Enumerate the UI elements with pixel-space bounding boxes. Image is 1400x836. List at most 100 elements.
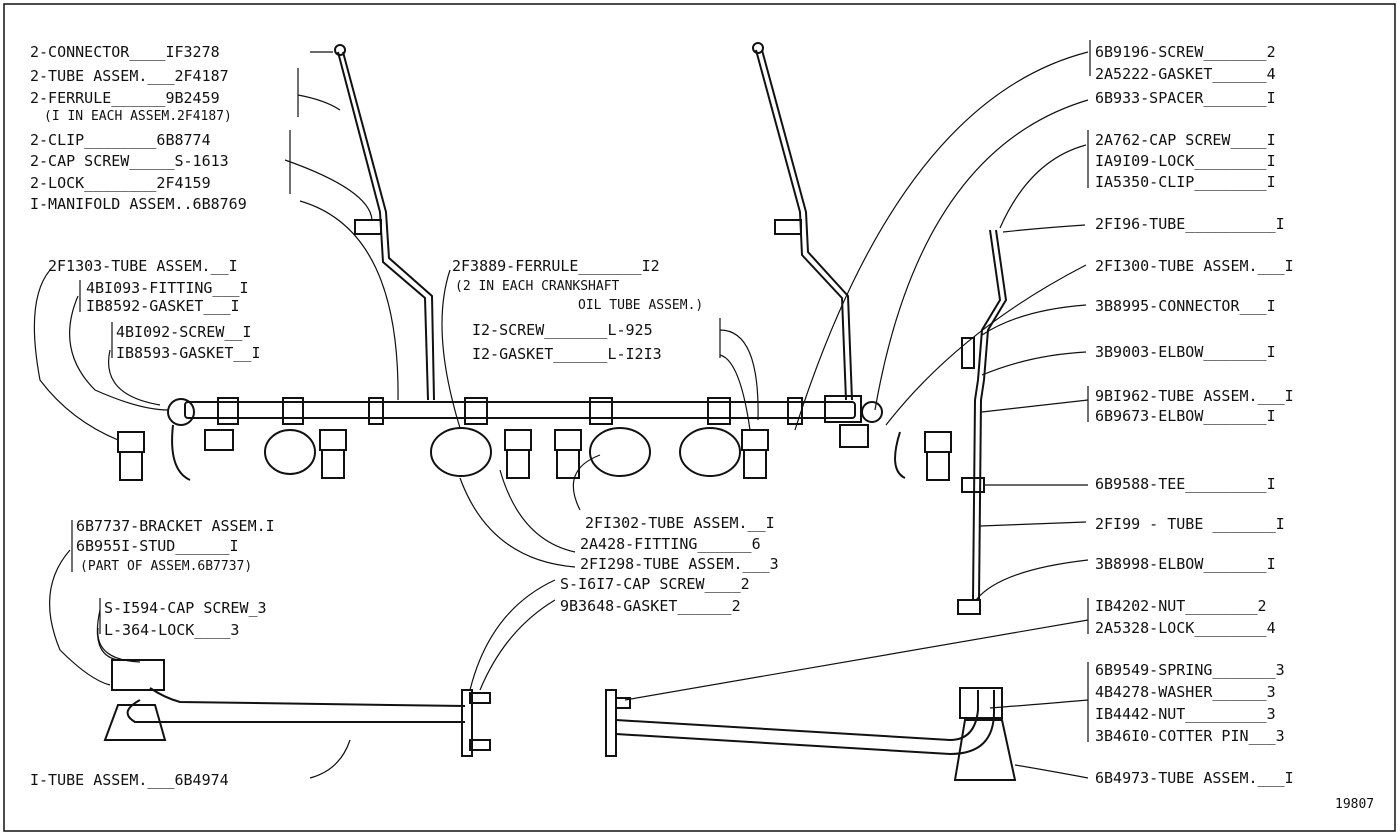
leader: [1002, 224, 1086, 233]
label-cap-screw-s1594: S-I594-CAP SCREW_3: [104, 599, 267, 617]
label-cap-screw-s1617: S-I6I7-CAP SCREW____2: [560, 575, 750, 593]
leader: [441, 269, 461, 429]
right-riser-tube: [755, 49, 847, 401]
label-lock-1a9109: IA9I09-LOCK________I: [1095, 152, 1276, 170]
label-elbow-3b8998: 3B8998-ELBOW_______I: [1095, 555, 1276, 573]
label-tube-9b1962: 9BI962-TUBE ASSEM.___I: [1095, 387, 1294, 405]
elbow-3b9003: [961, 337, 975, 369]
manifold-end-left: [167, 398, 195, 426]
leader: [96, 609, 119, 661]
label-stud-note: (PART OF ASSEM.6B7737): [80, 559, 253, 574]
label-fitting-2a428: 2A428-FITTING______6: [580, 535, 761, 553]
label-elbow-3b9003: 3B9003-ELBOW_______I: [1095, 343, 1276, 361]
leader: [69, 295, 169, 411]
label-bracket-assem: 6B7737-BRACKET ASSEM.I: [76, 517, 275, 535]
bracket-base: [103, 704, 167, 741]
label-ferrule-2f3889: 2F3889-FERRULE_______I2: [452, 257, 660, 275]
label-tube-6b4973: 6B4973-TUBE ASSEM.___I: [1095, 769, 1294, 787]
label-lock: 2-LOCK________2F4159: [30, 174, 211, 192]
label-gasket-2a5222: 2A5222-GASKET______4: [1095, 65, 1276, 83]
label-nut-1b4202: IB4202-NUT________2: [1095, 597, 1267, 615]
leader: [1014, 764, 1089, 779]
fitting: [924, 431, 952, 453]
label-tube-2f1300: 2FI300-TUBE ASSEM.___I: [1095, 257, 1294, 275]
leader: [999, 144, 1087, 229]
label-ferrule: 2-FERRULE______9B2459: [30, 89, 220, 107]
label-gasket-1b8592: IB8592-GASKET___I: [86, 297, 240, 315]
left-riser-tube: [337, 51, 429, 401]
leader: [979, 521, 1087, 527]
bracket-base-right: [953, 719, 1017, 781]
label-tee-6b9588: 6B9588-TEE_________I: [1095, 475, 1276, 493]
label-tube-assem: 2-TUBE ASSEM.___2F4187: [30, 67, 229, 85]
leader: [479, 599, 556, 691]
leader: [794, 51, 1089, 431]
leader: [469, 579, 556, 691]
leader: [108, 349, 161, 406]
leader: [719, 329, 759, 421]
label-gasket-l1213: I2-GASKET______L-I2I3: [472, 345, 662, 363]
label-ferrule-note-2: OIL TUBE ASSEM.): [578, 298, 704, 313]
leader: [284, 159, 373, 221]
end-tube-right: [894, 431, 906, 479]
leader: [97, 627, 141, 663]
leader: [981, 399, 1089, 413]
fitting: [554, 429, 582, 451]
label-cap-screw: 2-CAP SCREW_____S-1613: [30, 152, 229, 170]
flange-left-bolt: [469, 739, 491, 751]
leader: [885, 264, 1087, 426]
label-lock-2a5328: 2A5328-LOCK________4: [1095, 619, 1276, 637]
right-clip: [774, 219, 802, 235]
leader: [989, 699, 1089, 709]
label-spring-6b9549: 6B9549-SPRING_______3: [1095, 661, 1285, 679]
label-gasket-9b3648: 9B3648-GASKET______2: [560, 597, 741, 615]
manifold-bar: [184, 401, 856, 419]
flange-right-bolt: [615, 697, 631, 709]
manifold-end-right: [861, 401, 883, 423]
label-fitting-4b1093: 4BI093-FITTING___I: [86, 279, 249, 297]
leader: [975, 559, 1089, 601]
leader: [309, 739, 351, 779]
leader: [499, 469, 576, 553]
outer-frame: [3, 3, 1396, 832]
label-elbow-6b9673: 6B9673-ELBOW_______I: [1095, 407, 1276, 425]
oil-tube-loop: [430, 427, 492, 477]
bracket-top: [111, 659, 165, 691]
flange-right: [605, 689, 617, 757]
fitting: [119, 451, 143, 481]
label-ferrule-note-1: (2 IN EACH CRANKSHAFT: [455, 279, 620, 294]
label-screw-4b1092: 4BI092-SCREW__I: [116, 323, 252, 341]
label-screw-6b9196: 6B9196-SCREW_______2: [1095, 43, 1276, 61]
fitting: [319, 429, 347, 451]
label-ferrule-note: (I IN EACH ASSEM.2F4187): [44, 109, 232, 124]
label-gasket-1b8593: IB8593-GASKET__I: [116, 344, 261, 362]
label-manifold: I-MANIFOLD ASSEM..6B8769: [30, 195, 247, 213]
fitting: [743, 449, 767, 479]
left-riser-tube-inner: [342, 51, 435, 401]
fitting: [839, 424, 869, 448]
label-tube-2f196: 2FI96-TUBE__________I: [1095, 215, 1285, 233]
flange-left: [461, 689, 473, 757]
label-screw-l925: I2-SCREW_______L-925: [472, 321, 653, 339]
oil-tube-loop: [589, 427, 651, 477]
manifold-end-block: [824, 395, 862, 423]
label-cap-screw-2a762: 2A762-CAP SCREW____I: [1095, 131, 1276, 149]
clamp: [217, 397, 239, 425]
label-lock-l364: L-364-LOCK____3: [104, 621, 240, 639]
right-connector: [752, 42, 764, 54]
fitting: [204, 429, 234, 451]
bottom-left-tube-inner: [149, 687, 466, 707]
label-connector-3b8995: 3B8995-CONNECTOR___I: [1095, 297, 1276, 315]
oil-tube-loop: [264, 429, 316, 475]
label-tube-2f199: 2FI99 - TUBE _______I: [1095, 515, 1285, 533]
label-clip: 2-CLIP________6B8774: [30, 131, 211, 149]
leader: [624, 619, 1089, 701]
leader: [874, 99, 1089, 411]
bottom-right-tube-inner: [615, 690, 996, 756]
label-stud: 6B955I-STUD______I: [76, 537, 239, 555]
label-connector: 2-CONNECTOR____IF3278: [30, 43, 220, 61]
clamp: [787, 397, 803, 425]
leader: [297, 94, 341, 111]
